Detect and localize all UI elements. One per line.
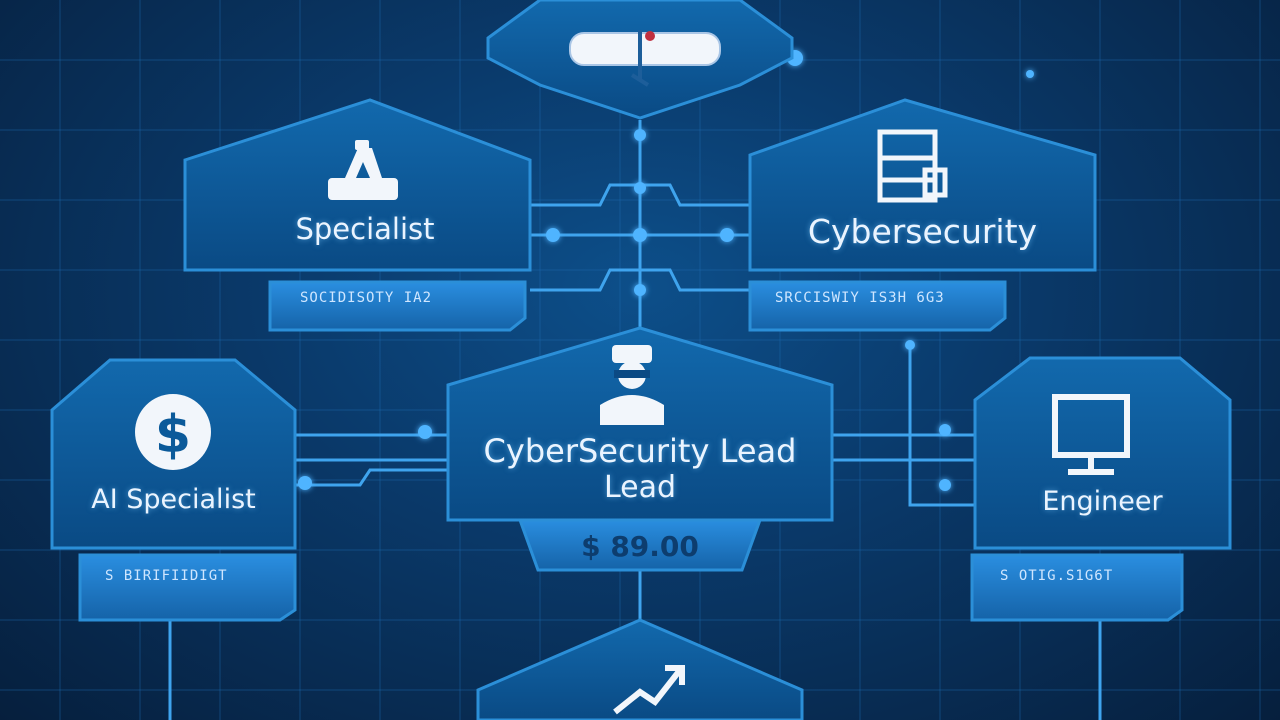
lead-subtitle: Lead xyxy=(603,470,677,505)
lead-title: CyberSecurity Lead xyxy=(483,432,797,470)
engineer-code: S OTIG.S1G6T xyxy=(1000,568,1114,584)
person-avatar-icon xyxy=(600,345,664,425)
dollar-coin-icon: $ xyxy=(135,394,211,470)
server-rack-icon xyxy=(877,129,948,203)
monitor-icon xyxy=(1052,394,1130,475)
specialist-label: Specialist xyxy=(295,212,435,246)
ai-specialist-code: S BIRIFIIDIGT xyxy=(105,568,228,584)
lead-salary: $ 89.00 xyxy=(581,530,699,563)
connector-lines xyxy=(168,120,1102,720)
node-bottom xyxy=(476,618,804,720)
svg-text:$: $ xyxy=(155,405,191,465)
specialist-code: SOCIDISOTY IA2 xyxy=(300,290,433,306)
robot-arm-icon xyxy=(328,140,398,200)
engineer-label: Engineer xyxy=(1042,486,1163,517)
cybersecurity-label: Cybersecurity xyxy=(807,212,1038,251)
diploma-scroll-icon xyxy=(569,30,721,87)
ai-specialist-label: AI Specialist xyxy=(91,484,256,515)
cybersecurity-code: SRCCISWIY IS3H 6G3 xyxy=(775,290,945,306)
growth-chart-icon xyxy=(613,665,685,715)
